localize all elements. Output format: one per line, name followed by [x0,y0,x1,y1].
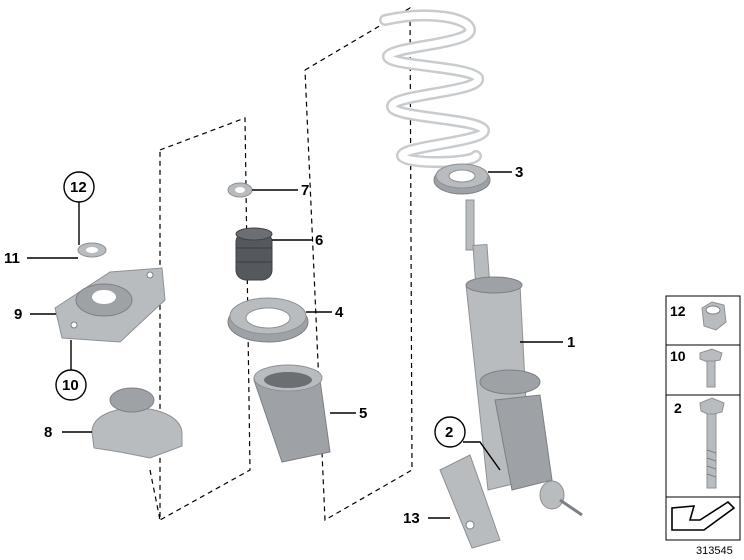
callout-12: 12 [70,179,87,196]
legend-number-2: 2 [674,400,682,416]
leader-lines [27,171,563,519]
coil-spring [379,9,490,168]
callout-8: 8 [44,424,52,441]
fastener-legend: 12 10 2 [665,295,741,541]
callout-1: 1 [567,334,575,351]
protective-tube [253,364,331,463]
reference-number: 313545 [696,545,733,557]
arrow-left-down-icon [671,500,736,531]
support-ring [227,297,309,343]
washer-left [77,242,107,258]
callout-9: 9 [14,306,22,323]
callout-circle-12 [63,171,95,203]
short-bolt-icon [699,348,723,388]
spring-pad [433,163,491,195]
shock-absorber [465,199,583,517]
callout-3: 3 [515,164,523,181]
legend-number-12: 12 [670,303,686,319]
legend-number-10: 10 [670,348,686,364]
bump-stop [235,227,273,281]
bracket-plate [439,454,501,549]
callout-2: 2 [445,424,453,441]
hex-nut-icon [701,301,727,331]
callout-6: 6 [315,232,323,249]
callout-circle-2 [434,416,466,448]
callout-10: 10 [62,377,79,394]
washer-small [227,182,253,198]
callout-circle-10 [55,369,87,401]
assembly-dash-lines [149,6,413,522]
callout-7: 7 [301,182,309,199]
callout-4: 4 [335,304,344,321]
callout-11: 11 [4,250,20,267]
callout-labels: 1 2 3 4 5 6 7 8 9 10 11 12 13 [4,164,575,527]
callout-5: 5 [359,405,367,422]
callout-13: 13 [403,510,420,527]
mount-cover [91,387,183,459]
strut-mount [54,267,166,343]
long-bolt-icon [699,397,725,489]
